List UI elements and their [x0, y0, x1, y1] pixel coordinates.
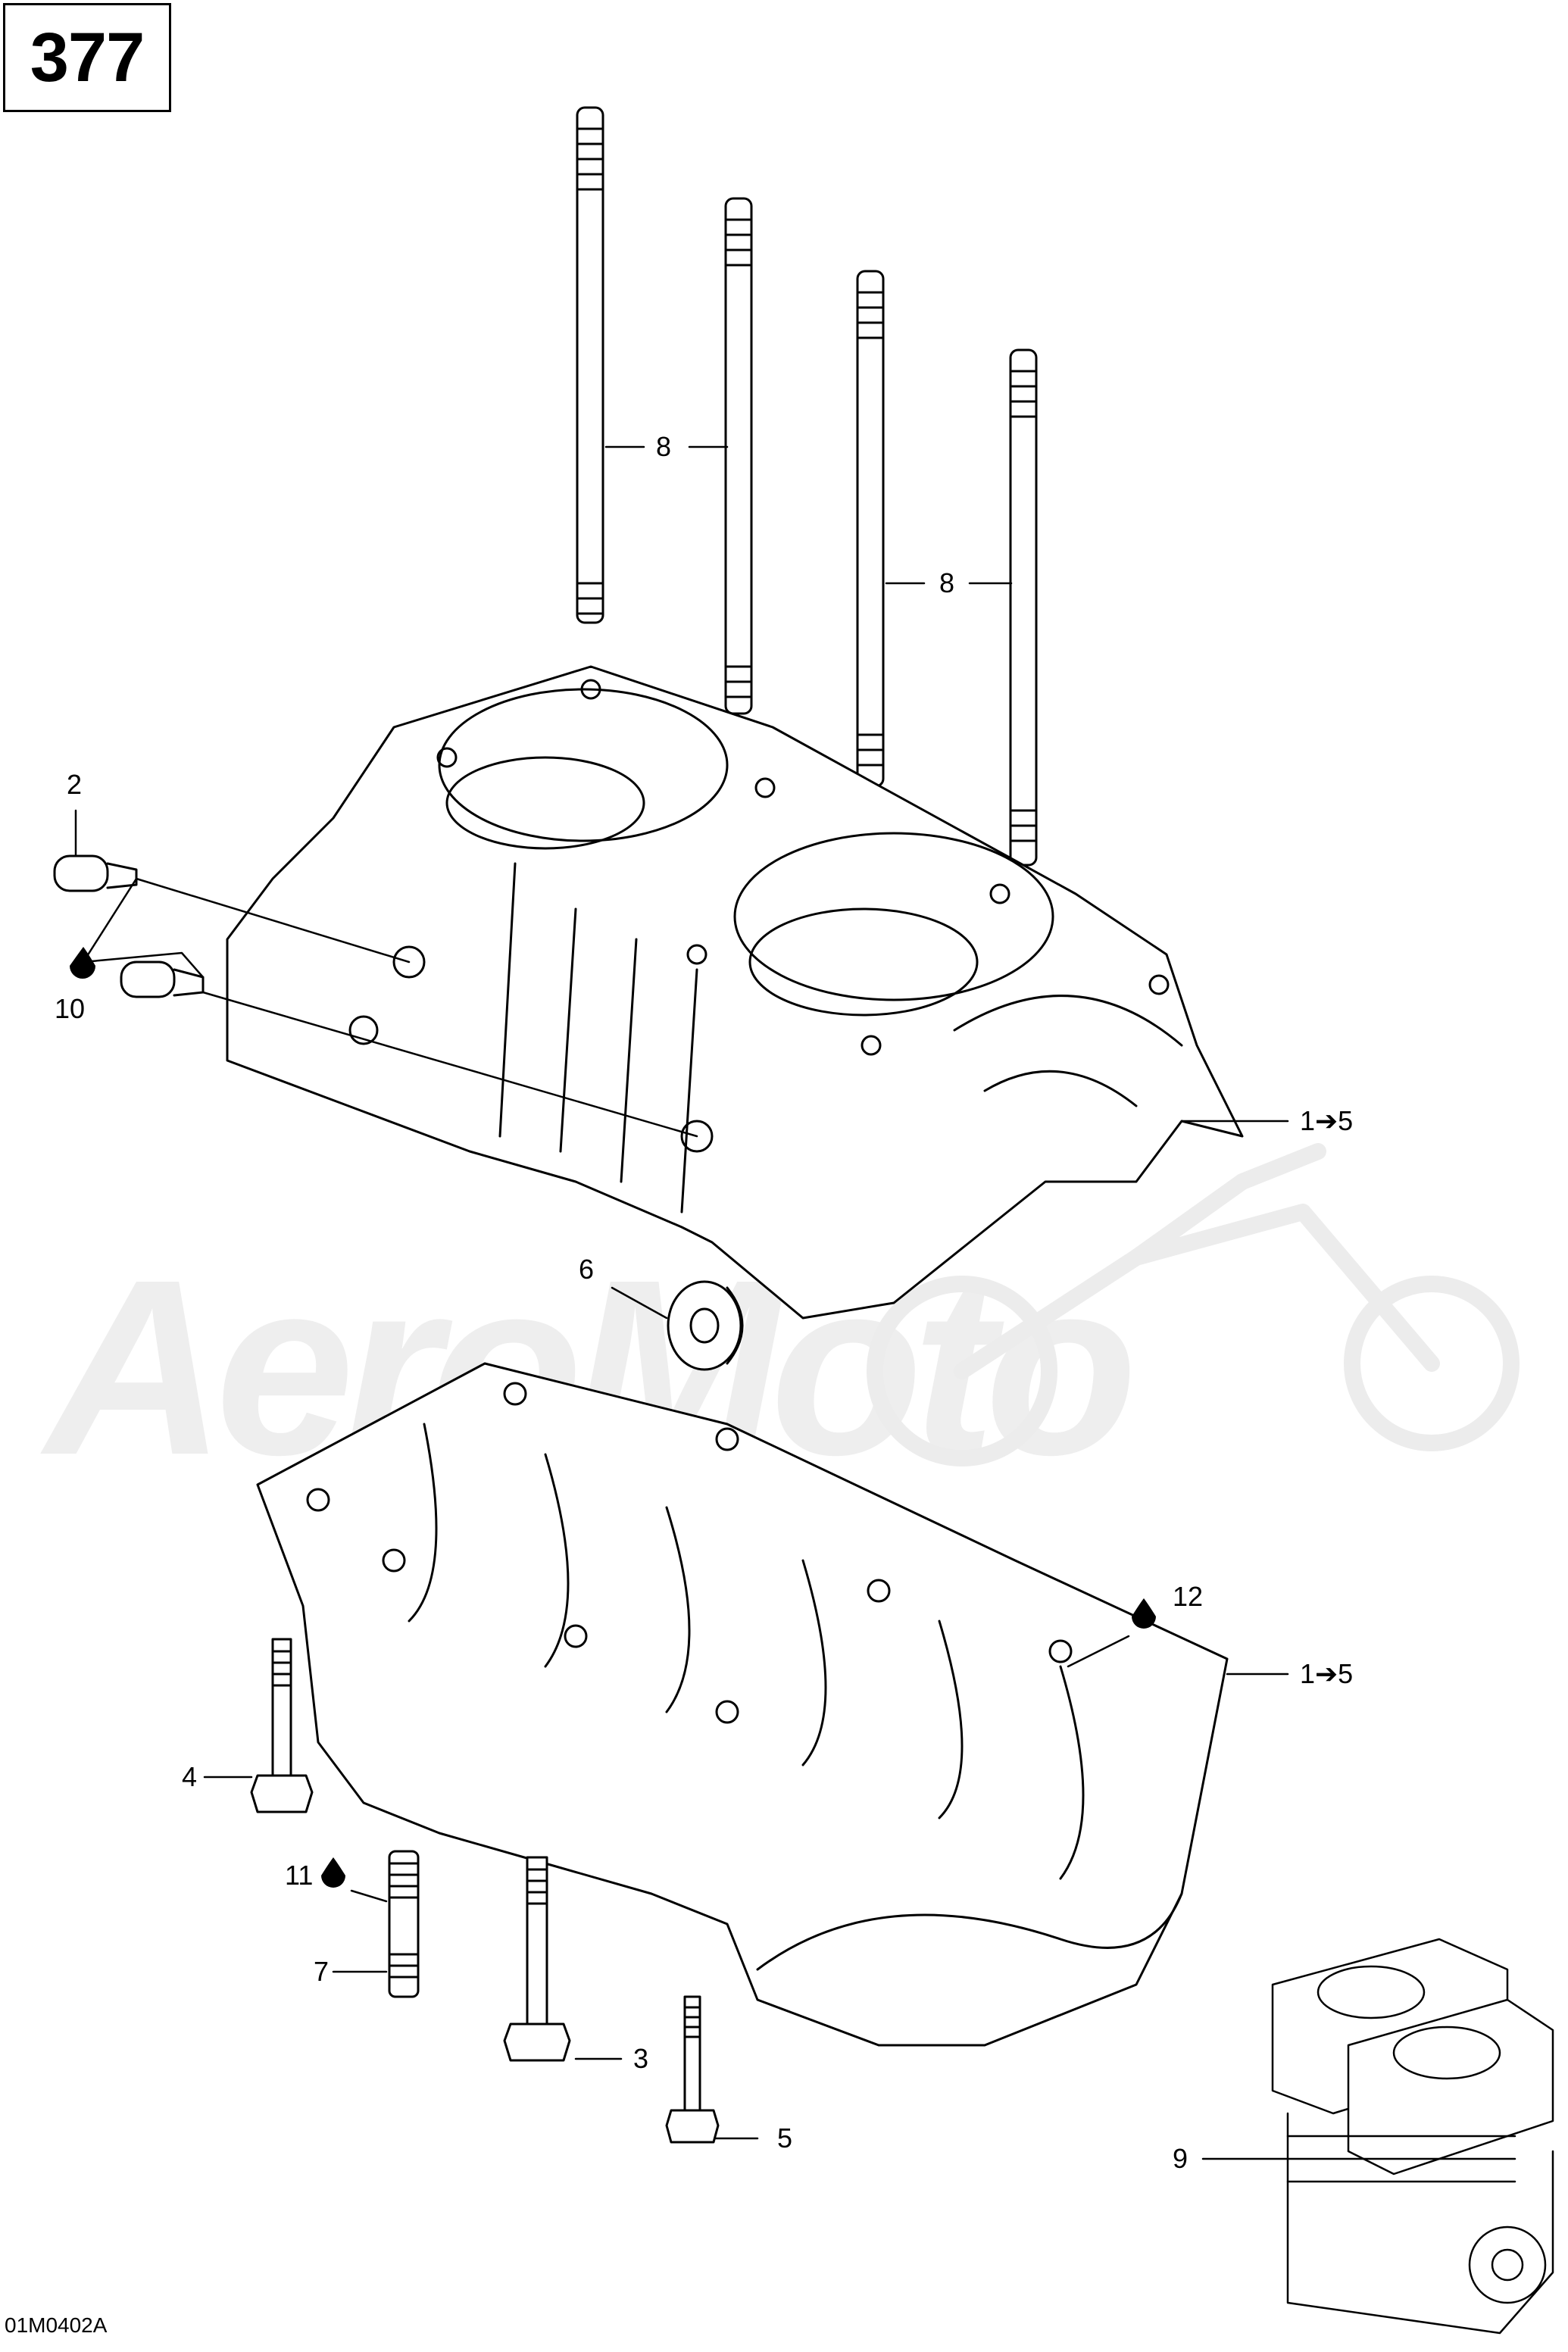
sealant-drop-icon — [1132, 1598, 1156, 1629]
callout-engine-ref: 9 — [1173, 2143, 1188, 2174]
bolt-small — [665, 1995, 720, 2144]
plug-lower — [120, 960, 205, 998]
stud-2 — [724, 197, 753, 715]
callout-plug: 2 — [67, 769, 83, 800]
stud-4 — [1009, 348, 1038, 867]
lower-crankcase — [256, 1362, 1229, 2047]
drawing-reference: 01M0402A — [5, 2313, 108, 2337]
callout-crankcase-upper: 1➔5 — [1300, 1105, 1354, 1136]
leader-lines — [74, 445, 1289, 2160]
upper-crankcase — [226, 665, 1244, 1320]
stud-3 — [856, 270, 885, 788]
engine-reference — [1271, 1938, 1554, 2335]
page-number: 377 — [30, 19, 145, 96]
callout-bolt-mid: 3 — [633, 2043, 649, 2074]
callout-sealant-top: 10 — [55, 993, 86, 1024]
callout-bolt-small: 5 — [777, 2122, 793, 2154]
bolt-mid — [503, 1856, 571, 2062]
plug-upper — [53, 854, 138, 892]
callout-stud-b: 8 — [939, 567, 955, 598]
callout-sealant-stud: 11 — [285, 1860, 314, 1891]
sealant-drop-icon — [70, 947, 95, 979]
stud-short — [388, 1850, 420, 1998]
callout-bolt-left: 4 — [182, 1761, 198, 1792]
callout-grommet: 6 — [579, 1254, 595, 1285]
bolt-left — [250, 1638, 314, 1813]
sealant-drop-icon — [321, 1857, 345, 1888]
watermark-motorcycle — [867, 1143, 1520, 1466]
grommet — [667, 1280, 744, 1371]
callout-crankcase-lower: 1➔5 — [1300, 1658, 1354, 1689]
callout-stud-a: 8 — [656, 431, 672, 462]
stud-1 — [576, 106, 604, 624]
callout-stud-short: 7 — [314, 1956, 330, 1987]
callout-sealant-lower: 12 — [1173, 1581, 1204, 1612]
page-number-box: 377 — [3, 3, 171, 112]
